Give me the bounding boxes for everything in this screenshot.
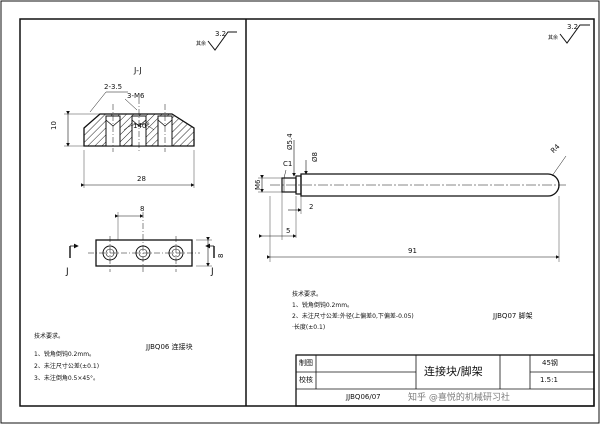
top-view-block [69, 212, 215, 272]
roughness-other-label-right: 其余 [548, 35, 559, 41]
dim-dia-small: Ø5.4 [286, 133, 294, 150]
tech-title-left: 技术要求。 [34, 333, 65, 340]
tech-item-right-3: ·长度(±0.1) [292, 324, 326, 331]
roughness-value-left: 3.2 [215, 30, 227, 38]
dim-pitch: 8 [140, 205, 145, 213]
tech-item-right-2: 2、未注尺寸公差:外径(上偏差0,下偏差-0.05) [292, 313, 414, 320]
dim-chamfer-left: 2-3.5 [104, 83, 123, 91]
dim-width: 28 [137, 175, 146, 183]
dim-thread-right: M6 [254, 179, 262, 191]
tech-title-right: 技术要求。 [292, 291, 323, 298]
roughness-value-right: 3.2 [567, 23, 579, 31]
tech-item-left-2: 2、未注尺寸公差(±0.1) [34, 363, 100, 370]
view-marker-right: J [211, 267, 214, 277]
pin-view [258, 140, 567, 262]
inner-frame [19, 18, 595, 407]
title-block-name: 连接块/脚架 [424, 365, 483, 378]
dim-length: 91 [408, 247, 417, 255]
part-label-right: JJBQ07 脚架 [493, 312, 533, 320]
roughness-symbol-right [559, 24, 590, 44]
title-block-material: 45钢 [542, 359, 558, 367]
title-block-drawn: 制图 [299, 359, 313, 367]
watermark-text: 知乎 @喜悦的机械研习社 [408, 393, 510, 403]
title-block [295, 354, 595, 407]
section-view-jj [64, 91, 195, 188]
title-block-drawing-no: JJBQ06/07 [346, 393, 381, 401]
dim-angle: 140° [133, 122, 150, 130]
tech-item-left-3: 3、未注倒角0.5×45°。 [34, 375, 100, 382]
part-label-left: JJBQ06 连接块 [146, 343, 193, 351]
roughness-symbol-left [207, 31, 237, 51]
dim-dia: Ø8 [311, 152, 319, 162]
dim-step: 2 [309, 203, 314, 211]
dim-chamfer-right: C1 [283, 160, 293, 168]
title-block-scale: 1.5:1 [540, 376, 558, 384]
dim-thread-left: 3-M6 [127, 92, 145, 100]
title-block-checked: 校核 [299, 376, 313, 384]
dim-height: 10 [50, 121, 58, 130]
tech-item-right-1: 1、锐角倒钝0.2mm。 [292, 302, 354, 309]
section-label: J-J [134, 66, 142, 75]
view-marker-left: J [66, 267, 69, 277]
tech-item-left-1: 1、锐角倒钝0.2mm。 [34, 351, 96, 358]
dim-thread-len: 5 [286, 227, 291, 235]
roughness-other-label-left: 其余 [196, 41, 207, 47]
dim-depth: 8 [217, 253, 225, 258]
